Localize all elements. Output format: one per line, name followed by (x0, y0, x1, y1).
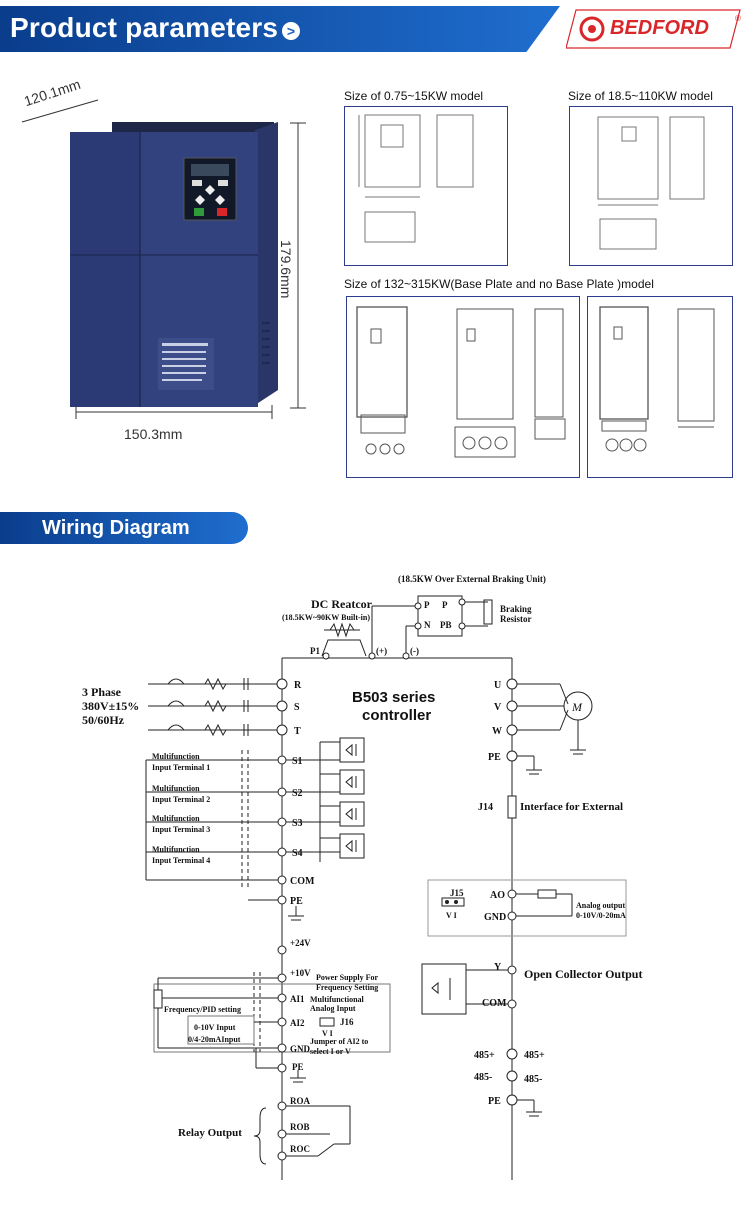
brand-name: BEDFORD (610, 17, 709, 39)
terminal-w: W (492, 726, 502, 737)
terminal-ai1: AI1 (290, 994, 305, 1004)
brake-n-label: N (424, 620, 431, 630)
brand-logo-frame (566, 9, 741, 49)
freq-pid-label: Frequency/PID setting (164, 1005, 241, 1014)
rs485-minus-right: 485- (524, 1074, 542, 1085)
header-band (0, 6, 560, 52)
registered-mark: ® (735, 14, 741, 23)
voltage-input-label: 0-10V Input (194, 1023, 236, 1032)
open-collector-label: Open Collector Output (524, 967, 642, 981)
terminal-ao: AO (490, 890, 505, 901)
terminal-rob: ROB (290, 1122, 310, 1132)
terminal-s1: S1 (292, 756, 303, 767)
analog-output-label: Analog output (576, 901, 625, 910)
page-title: Product parameters (10, 12, 279, 43)
j14-label: J14 (478, 802, 493, 813)
voltage-label: 380V±15% (82, 699, 139, 713)
controller-title: B503 series (352, 689, 435, 706)
terminal-v: V (494, 702, 502, 713)
terminal-gnd-ai: GND (290, 1044, 311, 1054)
mid-model-caption: Size of 18.5~110KW model (568, 89, 713, 103)
rs485-plus-right: 485+ (524, 1050, 545, 1061)
terminal-10v: +10V (290, 968, 311, 978)
current-input-label: 0/4-20mAInput (188, 1035, 241, 1044)
braking-unit-label: (18.5KW Over External Braking Unit) (398, 574, 546, 584)
minus-label: (-) (410, 646, 419, 656)
terminal-roc: ROC (290, 1144, 310, 1154)
controller-subtitle: controller (362, 707, 431, 724)
terminal-pe-485: PE (488, 1096, 501, 1107)
frequency-setting-label: Frequency Setting (316, 983, 378, 992)
frequency-label: 50/60Hz (82, 713, 125, 727)
terminal-s2: S2 (292, 788, 303, 799)
section-band (0, 512, 248, 544)
terminal-roa: ROA (290, 1096, 311, 1106)
height-dimension: 179.6mm (278, 240, 294, 299)
p1-label: P1 (310, 646, 320, 656)
terminal-pe-ai: PE (292, 1062, 304, 1072)
j15-label: J15 (450, 888, 464, 898)
input-terminal-1-label: Input Terminal 1 (152, 763, 210, 772)
relay-output-label: Relay Output (178, 1127, 242, 1139)
motor-icon: M (571, 700, 583, 714)
input-terminal-4-label: Input Terminal 4 (152, 856, 210, 865)
terminal-y: Y (494, 962, 502, 973)
terminal-s: S (294, 702, 300, 713)
analog-output-range: 0-10V/0-20mA (576, 911, 626, 920)
rs485-minus-left: 485- (474, 1072, 492, 1083)
wiring-diagram: (18.5KW Over External Braking Unit) DC R… (82, 574, 642, 1180)
ai1-desc-2: Analog Input (310, 1004, 356, 1013)
terminal-pe-out: PE (488, 752, 501, 763)
mid-model-drawing (569, 106, 733, 266)
mf-label-4: Multifunction (152, 845, 200, 854)
terminal-gnd-ao: GND (484, 912, 506, 923)
small-model-drawing (344, 106, 508, 266)
dc-reactor-label: DC Reatcor (311, 597, 373, 611)
width-dimension: 150.3mm (124, 426, 183, 442)
external-interface-label: Interface for External (520, 801, 623, 813)
large-model-caption: Size of 132~315KW(Base Plate and no Base… (344, 277, 654, 291)
j16-desc-2: select I or V (310, 1047, 351, 1056)
terminal-com: COM (290, 876, 315, 887)
terminal-pe-in: PE (290, 896, 303, 907)
terminal-com2: COM (482, 998, 507, 1009)
large-model-drawing-b (587, 296, 733, 478)
input-terminal-2-label: Input Terminal 2 (152, 795, 210, 804)
terminal-24v: +24V (290, 938, 311, 948)
braking-resistor-label: Braking (500, 604, 532, 614)
section-title: Wiring Diagram (42, 517, 190, 539)
ai1-desc-1: Multifunctional (310, 995, 365, 1004)
terminal-t: T (294, 726, 301, 737)
product-photo (21, 99, 306, 419)
terminal-s3: S3 (292, 818, 303, 829)
brake-p-label: P (424, 600, 430, 610)
braking-resistor-label-2: Resistor (500, 614, 532, 624)
mf-label-2: Multifunction (152, 784, 200, 793)
terminal-ai2: AI2 (290, 1018, 305, 1028)
mf-label-1: Multifunction (152, 752, 200, 761)
large-model-drawing-a (346, 296, 580, 478)
brake-p-out-label: P (442, 600, 448, 610)
j15-vi-label: V I (446, 911, 457, 920)
power-supply-label: Power Supply For (316, 973, 379, 982)
dc-reactor-note: (18.5KW~90KW Built-in) (282, 613, 370, 622)
j16-label: J16 (340, 1017, 354, 1027)
brake-pb-label: PB (440, 620, 452, 630)
terminal-r: R (294, 680, 302, 691)
mf-label-3: Multifunction (152, 814, 200, 823)
terminal-u: U (494, 680, 501, 691)
rs485-plus-left: 485+ (474, 1050, 495, 1061)
small-model-caption: Size of 0.75~15KW model (344, 89, 484, 103)
phase-label: 3 Phase (82, 685, 122, 699)
j16-vi-label: V I (322, 1029, 333, 1038)
chevron-right-icon: > (282, 22, 300, 40)
plus-label: (+) (376, 646, 387, 656)
terminal-s4: S4 (292, 848, 303, 859)
j16-desc-1: Jumper of AI2 to (310, 1037, 368, 1046)
input-terminal-3-label: Input Terminal 3 (152, 825, 210, 834)
